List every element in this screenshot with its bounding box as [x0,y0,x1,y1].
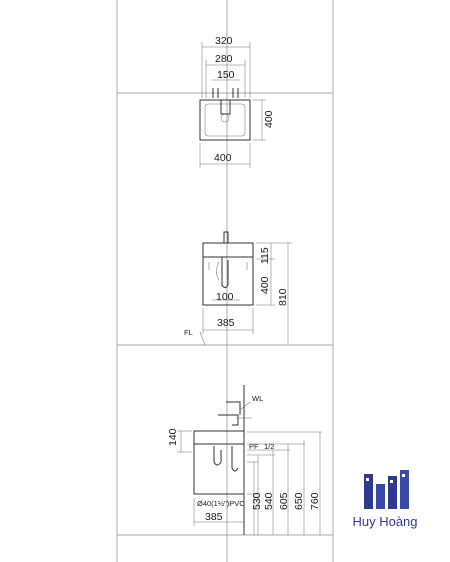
dim-385-side: 385 [205,511,223,523]
front-view: 115 400 810 100 385 FL [184,231,292,346]
dim-150: 150 [217,69,235,81]
dim-540: 540 [263,492,275,510]
dim-280: 280 [215,53,233,65]
dim-140: 140 [167,428,179,446]
top-view: 320 280 150 400 400 [199,35,275,168]
dim-605: 605 [278,492,290,510]
dim-400-height: 400 [259,276,271,294]
dim-810: 810 [277,288,289,306]
dim-400-width: 400 [214,152,232,164]
water-level-label: WL [252,394,263,403]
dim-760: 760 [309,492,321,510]
side-view: 140 530 540 605 650 760 385 WL PF 1/2 Ø4… [167,385,322,535]
pipe-fitting-label: PF [249,442,259,451]
pipe-size-label: 1/2 [264,442,274,451]
drain-label: Ø40(1½")PVC [197,499,245,508]
dim-400-depth: 400 [263,110,275,128]
floor-label: FL [184,328,193,337]
dim-530: 530 [251,492,263,510]
dim-100: 100 [216,291,234,303]
dim-320: 320 [215,35,233,47]
brand-name: Huy Hoàng [352,514,418,529]
brand-logo-icon [364,470,409,509]
dim-385-front: 385 [217,317,235,329]
dim-115: 115 [259,247,271,264]
frame-lines [116,0,334,562]
dim-650: 650 [293,492,305,510]
